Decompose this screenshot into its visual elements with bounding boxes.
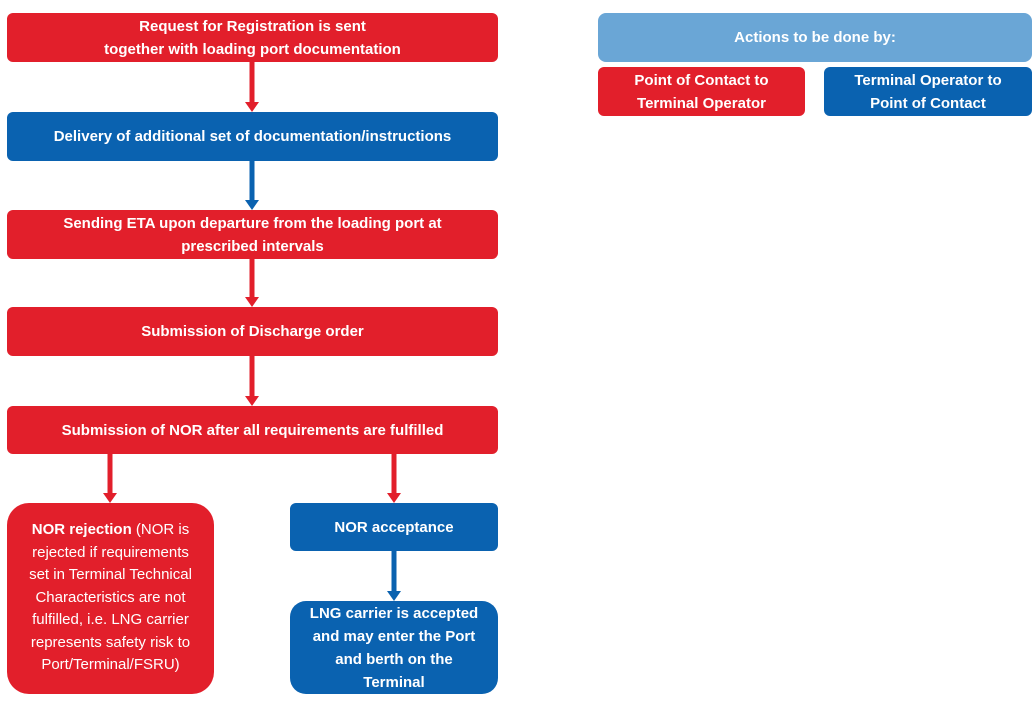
arrow-step1-to-step2 (245, 62, 259, 112)
nor-acceptance-box: NOR acceptance (290, 503, 498, 551)
legend-header-label: Actions to be done by: (734, 29, 896, 46)
step-discharge-order: Submission of Discharge order (7, 307, 498, 356)
step-sending-eta-line2: prescribed intervals (181, 237, 324, 255)
nor-rejection-line1: (NOR is (131, 521, 190, 538)
nor-rejection-box: NOR rejection (NOR is rejected if requir… (7, 503, 214, 694)
arrow-to-nor-rejection (103, 454, 117, 503)
lng-accepted-line2: and may enter the Port (312, 627, 476, 645)
nor-acceptance-label: NOR acceptance (334, 518, 454, 536)
lng-carrier-accepted-box: LNG carrier is accepted and may enter th… (290, 601, 498, 694)
nor-rejection-line4: Characteristics are not (35, 588, 186, 606)
step-request-registration-line2: together with loading port documentation (104, 40, 401, 58)
legend-blue-key: Terminal Operator to Point of Contact (824, 67, 1032, 116)
lng-accepted-line1: LNG carrier is accepted (309, 604, 479, 622)
arrow-to-lng-accepted (387, 551, 401, 601)
step-request-registration-line1: Request for Registration is sent (139, 17, 366, 35)
step-delivery-documentation: Delivery of additional set of documentat… (7, 112, 498, 161)
step-sending-eta-line1: Sending ETA upon departure from the load… (63, 214, 442, 232)
step-discharge-order-label: Submission of Discharge order (141, 323, 364, 340)
step-sending-eta: Sending ETA upon departure from the load… (7, 210, 498, 259)
step-submission-nor: Submission of NOR after all requirements… (7, 406, 498, 454)
arrow-step4-to-step5 (245, 356, 259, 406)
step-request-registration: Request for Registration is sent togethe… (7, 13, 498, 62)
step-submission-nor-label: Submission of NOR after all requirements… (61, 421, 444, 439)
legend-blue-line2: Point of Contact (870, 94, 986, 112)
step-delivery-documentation-label: Delivery of additional set of documentat… (53, 128, 452, 145)
legend-blue-line1: Terminal Operator to (854, 71, 1002, 89)
nor-rejection-line6: represents safety risk to (30, 633, 191, 651)
nor-rejection-line3: set in Terminal Technical (29, 566, 192, 583)
legend-header: Actions to be done by: (598, 13, 1032, 62)
lng-accepted-line4: Terminal (363, 673, 425, 691)
arrow-to-nor-acceptance (387, 454, 401, 503)
nor-rejection-line5: fulfilled, i.e. LNG carrier (32, 611, 189, 628)
nor-rejection-line2: rejected if requirements (32, 543, 189, 561)
legend-red-key: Point of Contact to Terminal Operator (598, 67, 805, 116)
legend-red-line1: Point of Contact to (634, 71, 769, 89)
arrow-step3-to-step4 (245, 259, 259, 307)
lng-accepted-line3: and berth on the (335, 650, 453, 668)
nor-rejection-title: NOR rejection (31, 521, 132, 538)
legend-red-line2: Terminal Operator (637, 94, 766, 112)
arrow-step2-to-step3 (245, 161, 259, 210)
nor-rejection-line7: Port/Terminal/FSRU) (41, 656, 180, 673)
